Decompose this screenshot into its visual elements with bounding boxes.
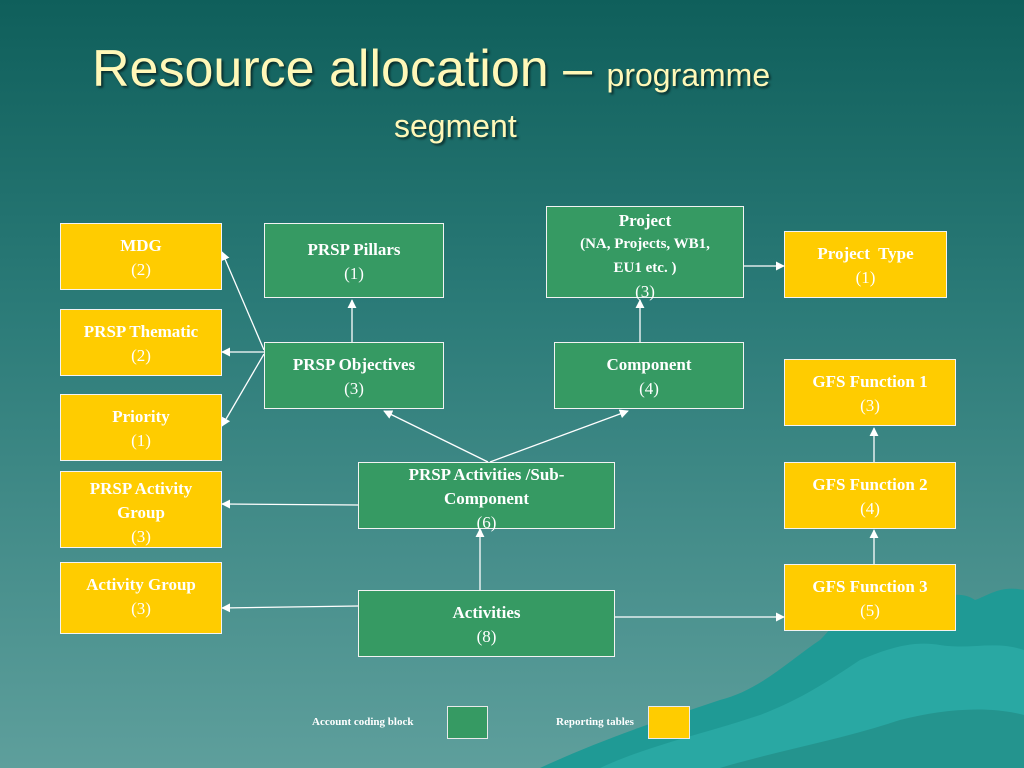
box-gfs3-label: GFS Function 3 <box>812 577 928 596</box>
box-project-num: (3) <box>635 282 655 301</box>
box-prsp-activities-label-2: Component <box>443 489 529 508</box>
box-prsp-thematic-label: PRSP Thematic <box>83 322 199 341</box>
box-prsp-activity-group-label-2: Group <box>117 503 165 522</box>
box-activity-group-num: (3) <box>131 599 151 618</box>
arrow-objectives-to-mdg <box>221 251 265 351</box>
box-prsp-pillars-num: (1) <box>344 264 364 283</box>
arrow-objectives-to-priority <box>221 353 265 427</box>
legend-account-label: Account coding block <box>312 716 414 728</box>
box-activity-group: Activity Group (3) <box>60 562 222 634</box>
title-subtitle-line1: programme <box>606 57 771 93</box>
box-gfs2-label: GFS Function 2 <box>812 475 928 494</box>
box-priority-num: (1) <box>131 431 151 450</box>
arrow-activities-to-activity-group <box>221 603 359 613</box>
box-prsp-activity-group-label-1: PRSP Activity <box>89 479 193 498</box>
box-prsp-objectives: PRSP Objectives (3) <box>264 342 444 409</box>
box-activities-label: Activities <box>452 603 521 622</box>
box-project-detail-1: (NA, Projects, WB1, <box>580 236 710 252</box>
box-prsp-thematic: PRSP Thematic (2) <box>60 309 222 376</box>
box-gfs3-num: (5) <box>860 601 880 620</box>
arrow-activities-sub-to-objectives <box>383 410 489 463</box>
box-project-label: Project <box>618 211 672 230</box>
box-mdg-label: MDG <box>120 236 162 255</box>
box-gfs1-label: GFS Function 1 <box>812 372 928 391</box>
arrow-activities-sub-to-component <box>489 409 629 463</box>
box-prsp-pillars-label: PRSP Pillars <box>307 240 401 259</box>
page-title: Resource allocation – programme <box>92 38 770 106</box>
box-prsp-activities-num: (6) <box>476 513 497 532</box>
arrow-activities-sub-to-activity-group <box>221 499 359 509</box>
box-prsp-activity-group: PRSP Activity Group (3) <box>60 471 222 548</box>
box-project-type: Project Type (1) <box>784 231 947 298</box>
box-component-num: (4) <box>639 379 659 398</box>
box-component-label: Component <box>606 355 692 374</box>
box-project: Project (NA, Projects, WB1, EU1 etc. ) (… <box>546 206 744 301</box>
box-mdg-num: (2) <box>131 260 151 279</box>
box-prsp-objectives-num: (3) <box>344 379 364 398</box>
box-gfs1-num: (3) <box>860 396 880 415</box>
box-component: Component (4) <box>554 342 744 409</box>
legend-reporting-label: Reporting tables <box>556 716 634 728</box>
box-prsp-activity-group-num: (3) <box>131 527 151 546</box>
box-prsp-activities-label-1: PRSP Activities /Sub- <box>408 465 565 484</box>
box-prsp-thematic-num: (2) <box>131 346 151 365</box>
title-main-text: Resource allocation – <box>92 40 607 98</box>
box-project-type-label: Project Type <box>817 244 914 263</box>
box-gfs-function-3: GFS Function 3 (5) <box>784 564 956 631</box>
box-priority: Priority (1) <box>60 394 222 461</box>
box-mdg: MDG (2) <box>60 223 222 290</box>
box-prsp-activities-sub-component: PRSP Activities /Sub- Component (6) <box>358 462 615 532</box>
box-activities-num: (8) <box>476 627 497 646</box>
box-prsp-objectives-label: PRSP Objectives <box>292 355 416 374</box>
legend-reporting-swatch <box>648 706 690 739</box>
box-project-detail-2: EU1 etc. ) <box>613 260 677 276</box>
title-subtitle-line2: segment <box>394 108 517 144</box>
box-gfs2-num: (4) <box>860 499 880 518</box>
box-activities: Activities (8) <box>358 590 615 657</box>
box-prsp-pillars: PRSP Pillars (1) <box>264 223 444 298</box>
box-activity-group-label: Activity Group <box>86 575 196 594</box>
box-gfs-function-1: GFS Function 1 (3) <box>784 359 956 426</box>
box-project-type-num: (1) <box>855 268 876 287</box>
box-priority-label: Priority <box>112 407 170 426</box>
legend-account-swatch <box>447 706 488 739</box>
box-gfs-function-2: GFS Function 2 (4) <box>784 462 956 529</box>
